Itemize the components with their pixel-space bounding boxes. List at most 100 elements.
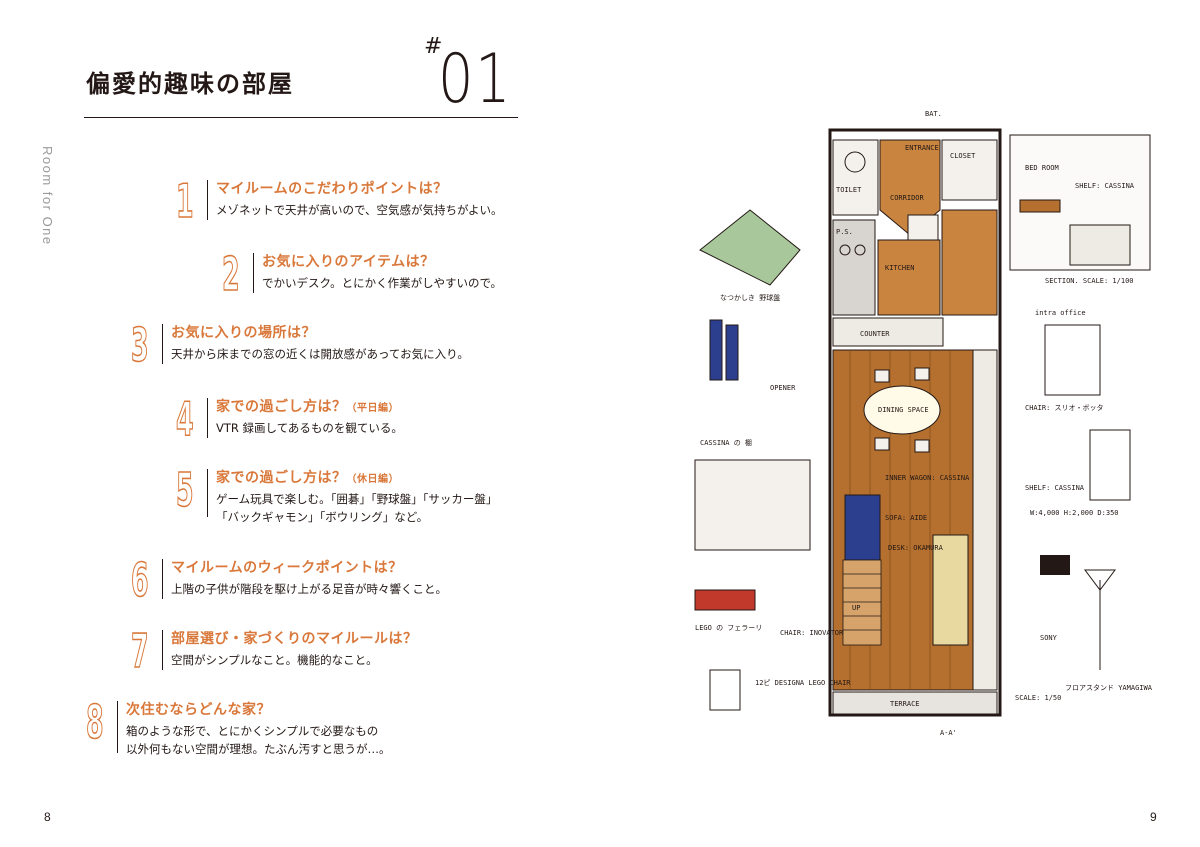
page-number-left: 8 (44, 810, 51, 824)
hash-mark: # (424, 34, 443, 59)
answer: 箱のような形で、とにかくシンプルで必要なもの以外何もない空間が理想。たぶん汚すと… (126, 724, 391, 756)
label-lego: LEGO の フェラーリ (695, 624, 762, 632)
qa-number: 7 (131, 624, 149, 678)
chair-icon (914, 367, 930, 381)
floor-plan-illustration: BAT. ENTRANCE CLOSET TOILET CORRIDOR P.S… (694, 110, 1153, 737)
answer: VTR 録画してあるものを観ている。 (216, 421, 403, 435)
label-toilet: TOILET (836, 186, 862, 194)
bottle-icon (725, 324, 739, 381)
label-shelf-top: SHELF: CASSINA (1075, 182, 1135, 190)
label-shelf-right: SHELF: CASSINA (1025, 484, 1085, 492)
question: お気に入りのアイテムは？ (262, 254, 435, 270)
burner-icon (839, 244, 851, 256)
divider (162, 630, 163, 670)
label-dining: DINING SPACE (878, 406, 929, 414)
label-kitchen: KITCHEN (885, 264, 915, 272)
baseball-board-sketch (699, 209, 801, 286)
bottle-icon (709, 319, 723, 381)
label-scale: SCALE: 1/50 (1015, 694, 1061, 702)
lego-chair-sketch (709, 669, 741, 711)
storage-floor (941, 209, 998, 316)
lamp-shade (1084, 569, 1116, 591)
question: マイルームのウィークポイントは？ (171, 560, 403, 576)
title-rule (84, 117, 518, 118)
toilet-room (832, 139, 879, 216)
question: 部屋選び・家づくりのマイルールは？ (171, 631, 418, 647)
question: 次住むならどんな家？ (126, 702, 271, 718)
label-inner-wagon: INNER WAGON: CASSINA (885, 474, 970, 482)
label-sony: SONY (1040, 634, 1058, 642)
label-opener: OPENER (770, 384, 796, 392)
staircase (842, 559, 882, 646)
label-intra-office: intra office (1035, 309, 1086, 317)
dining-table (863, 385, 941, 435)
chair-icon (874, 437, 890, 451)
answer: メゾネットで天井が高いので、空気感が気持ちがよい。 (216, 203, 503, 217)
chair-icon (914, 439, 930, 453)
label-corridor: CORRIDOR (890, 194, 925, 202)
divider (162, 559, 163, 599)
kitchen-stove (832, 219, 876, 316)
label-terrace: TERRACE (890, 700, 920, 708)
question: 家での過ごし方は？（平日編） (216, 399, 399, 415)
label-sofa: SOFA: AIDE (885, 514, 927, 522)
desk (932, 534, 969, 646)
label-chair: CHAIR: INOVATOR (780, 629, 844, 637)
answer: ゲーム玩具で楽しむ。「囲碁」「野球盤」「サッカー盤」「バックギャモン」「ボウリン… (216, 492, 498, 524)
answer: 上階の子供が階段を駆け上がる足音が時々響くこと。 (171, 582, 447, 596)
label-up: UP (852, 604, 860, 612)
label-ps: P.S. (836, 228, 853, 236)
divider (207, 180, 208, 220)
answer: でかいデスク。とにかく作業がしやすいので。 (262, 276, 503, 290)
side-label: Room for One (40, 146, 55, 246)
divider (253, 253, 254, 293)
wall-shelf (972, 349, 998, 691)
kitchen-floor (877, 239, 941, 316)
divider (207, 398, 208, 438)
question: お気に入りの場所は？ (171, 325, 316, 341)
answer: 空間がシンプルなこと。機能的なこと。 (171, 653, 378, 667)
tv-icon (1040, 555, 1070, 575)
divider (117, 701, 118, 753)
page-title: 偏愛的趣味の部屋 (86, 70, 294, 98)
label-section-mark: A-A' (940, 729, 957, 737)
qa-number: 4 (176, 392, 194, 446)
label-desk: DESK: OKAMURA (888, 544, 944, 552)
plan-outer-wall (828, 128, 1002, 717)
label-dims: W:4,000 H:2,000 D:350 (1030, 509, 1119, 517)
question: マイルームのこだわりポイントは？ (216, 181, 448, 197)
office-chair-sketch (1044, 324, 1101, 396)
bed-icon (1019, 199, 1061, 213)
label-chair-right: CHAIR: スリオ・ボッタ (1025, 403, 1104, 412)
label-counter: COUNTER (860, 330, 890, 338)
qa-number: 5 (176, 463, 194, 517)
divider (162, 324, 163, 364)
label-section: SECTION. SCALE: 1/100 (1045, 277, 1134, 285)
counter (832, 317, 944, 347)
qa-number: 3 (131, 318, 149, 372)
answer: 天井から床までの窓の近くは開放感があってお気に入り。 (171, 347, 469, 361)
sofa (844, 494, 881, 561)
label-entrance: ENTRANCE (905, 144, 939, 152)
burner-icon (854, 244, 866, 256)
page-number-right: 9 (1150, 810, 1157, 824)
room-number: 01 (438, 40, 513, 119)
label-lego-chair: 12ピ DESIGNA LEGO CHAIR (755, 679, 851, 687)
terrace (832, 691, 998, 715)
toilet-icon (844, 151, 866, 173)
lego-ferrari-sketch (694, 589, 756, 611)
label-cassina-note: CASSINA の 棚 (700, 438, 752, 447)
botta-chair-sketch (1089, 429, 1131, 501)
label-baseball: なつかしき 野球盤 (720, 293, 780, 302)
chair-icon (874, 369, 890, 383)
qa-number: 8 (86, 695, 104, 749)
cassina-shelf-sketch (694, 459, 811, 551)
question: 家での過ごし方は？（休日編） (216, 470, 399, 486)
closet (941, 139, 998, 201)
label-bed-room: BED ROOM (1025, 164, 1059, 172)
label-closet: CLOSET (950, 152, 976, 160)
fridge (907, 214, 939, 241)
divider (207, 469, 208, 517)
qa-number: 2 (222, 247, 240, 301)
qa-number: 1 (176, 174, 194, 228)
